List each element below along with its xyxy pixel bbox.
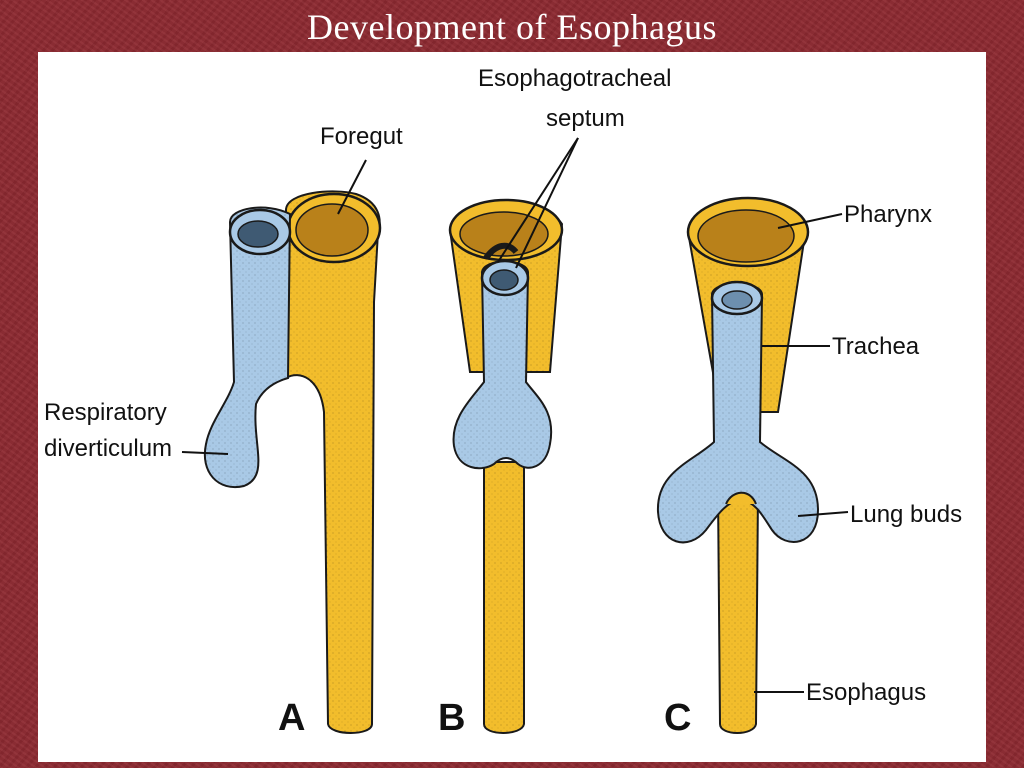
diagram-figure: Foregut Esophagotracheal septum Respirat… <box>38 52 986 762</box>
label-pharynx: Pharynx <box>844 201 932 228</box>
label-foregut: Foregut <box>320 123 403 150</box>
label-septum-line2: septum <box>546 105 625 132</box>
label-lung-buds: Lung buds <box>850 501 962 528</box>
panel-a-drawing <box>203 190 382 734</box>
label-respiratory-line2: diverticulum <box>44 435 172 462</box>
label-respiratory-line1: Respiratory <box>44 399 167 426</box>
slide-title: Development of Esophagus <box>307 7 717 47</box>
esophagus-development-diagram: Foregut Esophagotracheal septum Respirat… <box>44 65 962 739</box>
leader-lines <box>181 137 849 693</box>
panel-letter-a: A <box>278 697 305 739</box>
label-septum-line1: Esophagotracheal <box>478 65 671 92</box>
label-esophagus: Esophagus <box>806 679 926 706</box>
panel-letter-b: B <box>438 697 465 739</box>
panel-b-drawing <box>448 198 564 734</box>
panel-letter-c: C <box>664 697 691 739</box>
panel-c-drawing <box>656 196 820 734</box>
label-trachea: Trachea <box>832 333 920 360</box>
